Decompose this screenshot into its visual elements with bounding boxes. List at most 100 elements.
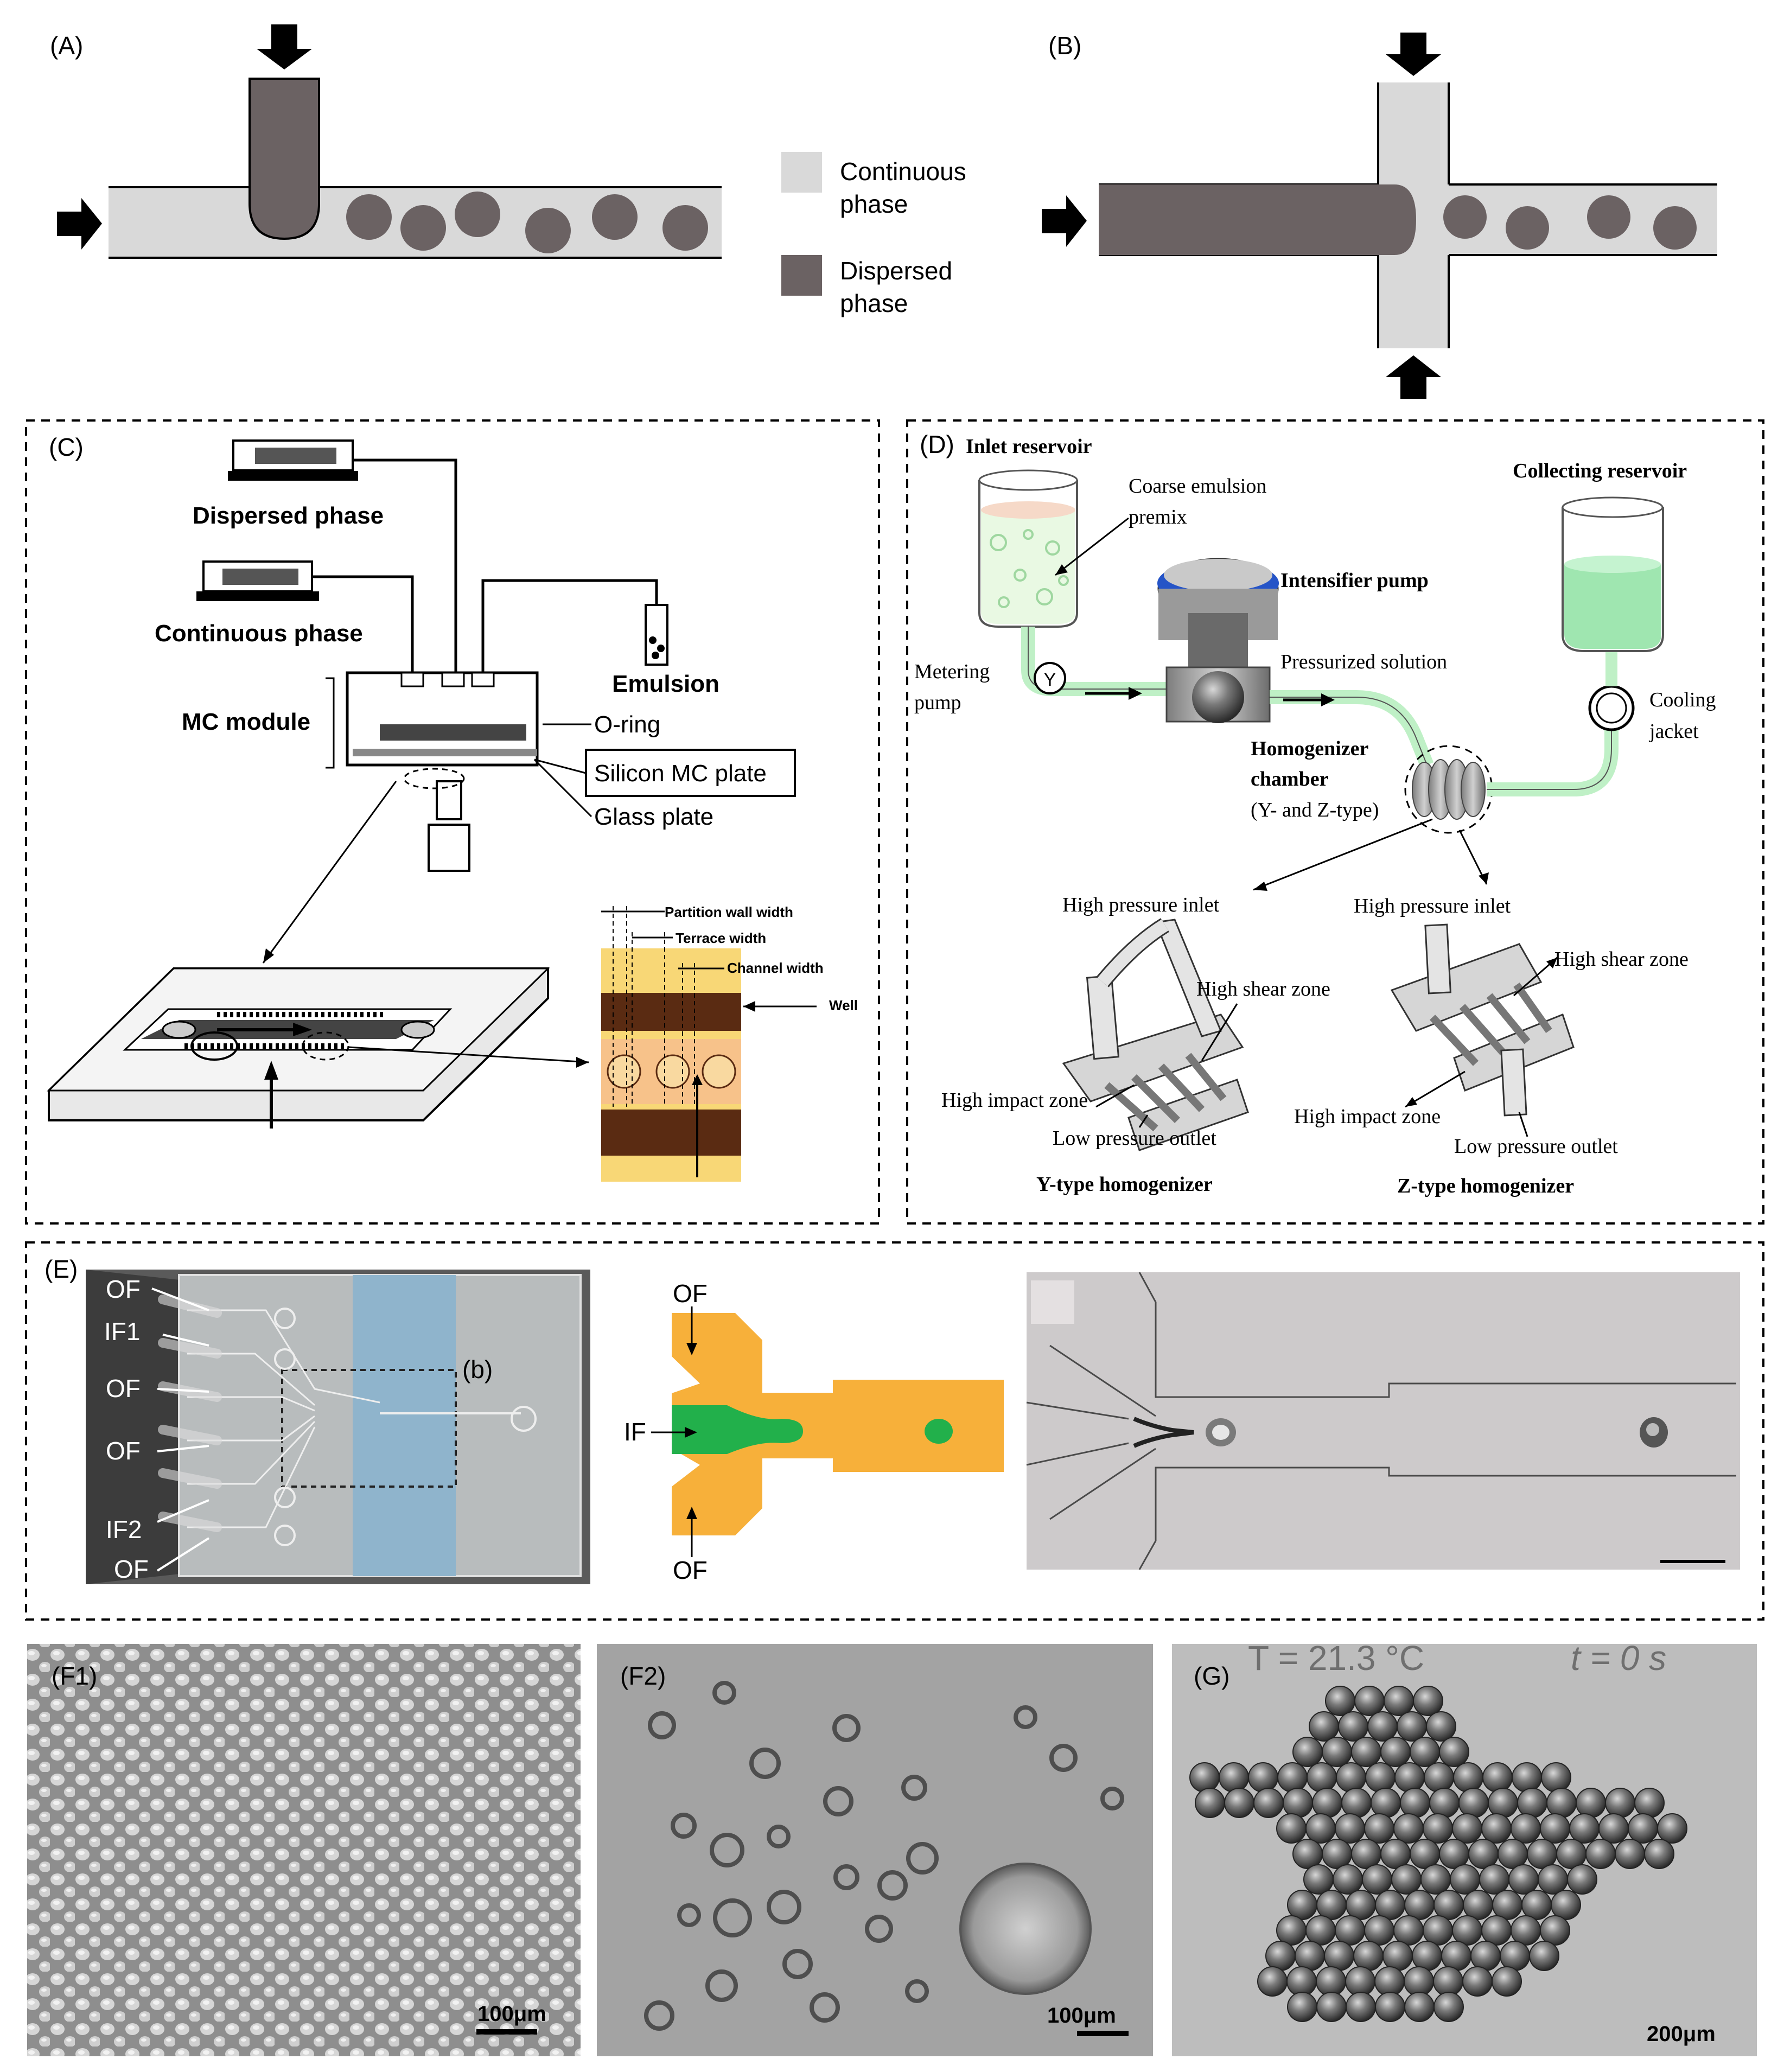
bead — [1400, 1788, 1430, 1818]
panel-f2: (F2) 100μm — [597, 1644, 1153, 2056]
panel-d: (D) Inlet reservoir Coarse emulsion prem… — [906, 419, 1764, 1225]
syringe-pump-continuous — [196, 560, 319, 601]
g-scale-label: 200μm — [1647, 2022, 1716, 2046]
droplet — [455, 192, 500, 237]
bead — [1433, 1992, 1464, 2022]
droplet — [662, 205, 708, 251]
bead — [1521, 1890, 1552, 1920]
y-type-homogenizer — [1062, 918, 1249, 1151]
panel-c-label: (C) — [49, 433, 84, 461]
y-lp-outlet-label: Low pressure outlet — [1053, 1127, 1216, 1150]
bead — [1189, 1762, 1220, 1793]
channel-width-label: Channel width — [727, 960, 824, 976]
bead — [1351, 1737, 1381, 1767]
legend-dispersed-swatch — [781, 255, 822, 296]
bead — [1248, 1762, 1278, 1793]
arrow-right-icon — [57, 198, 102, 250]
bead — [1644, 1839, 1674, 1869]
y-type-label: Y-type homogenizer — [1036, 1173, 1213, 1196]
bead — [1410, 1839, 1440, 1869]
bead — [1492, 1890, 1522, 1920]
bead — [1380, 1839, 1411, 1869]
chip-photo — [86, 1270, 590, 1584]
bead — [1286, 1966, 1317, 1997]
bead — [1628, 1813, 1658, 1844]
metering-pump-label-1: Metering — [914, 660, 990, 683]
bead — [1219, 1762, 1249, 1793]
droplet — [1653, 206, 1697, 250]
bead — [1433, 1966, 1463, 1997]
flow-focusing-schematic — [672, 1313, 1004, 1535]
bead — [1404, 1992, 1435, 2022]
inlet-reservoir-label: Inlet reservoir — [966, 435, 1092, 458]
intensifier-pump — [1157, 558, 1279, 723]
g-temperature-label: T = 21.3 °C — [1248, 1639, 1424, 1678]
emulsion-label: Emulsion — [612, 671, 719, 697]
cooling-jacket-label-2: jacket — [1648, 720, 1699, 743]
schematic-of-top: OF — [673, 1279, 708, 1308]
bead — [1551, 1890, 1581, 1920]
bead — [1374, 1966, 1405, 1997]
bead — [1424, 1762, 1454, 1793]
y-hp-inlet-label: High pressure inlet — [1062, 894, 1220, 916]
bead — [1634, 1788, 1665, 1818]
syringe-pump-dispersed — [228, 439, 358, 481]
pressurized-solution-label: Pressurized solution — [1280, 651, 1447, 673]
coarse-emulsion-label-2: premix — [1129, 506, 1187, 528]
panel-e-frame — [25, 1241, 1764, 1621]
bead — [1333, 1864, 1363, 1895]
bead — [1426, 1711, 1456, 1742]
bead — [1546, 1788, 1577, 1818]
partition-wall-label: Partition wall width — [665, 904, 793, 920]
bead — [1453, 1762, 1483, 1793]
bead — [1439, 1839, 1469, 1869]
arrow-up-icon — [1386, 355, 1441, 399]
droplet — [1587, 195, 1630, 239]
o-ring-label: O-ring — [594, 711, 660, 738]
bead — [1569, 1813, 1600, 1844]
bead — [1316, 1992, 1347, 2022]
bead — [1538, 1864, 1568, 1895]
bead — [1412, 1941, 1442, 1971]
dispersed-phase-label: Dispersed phase — [193, 502, 384, 529]
bead — [1450, 1864, 1480, 1895]
bead — [1481, 1915, 1512, 1946]
phase-legend: Continuous phase Dispersed phase — [781, 152, 966, 317]
bead — [1283, 1788, 1313, 1818]
panel-b-label: (B) — [1048, 31, 1081, 60]
z-type-homogenizer — [1390, 923, 1575, 1117]
bead — [1468, 1839, 1499, 1869]
bead — [1556, 1839, 1587, 1869]
bead — [1292, 1737, 1323, 1767]
bead — [1380, 1737, 1411, 1767]
inlet-reservoir — [978, 469, 1078, 628]
legend-continuous-swatch — [781, 152, 822, 193]
bead — [1325, 1686, 1355, 1716]
bead — [1346, 1890, 1376, 1920]
bead — [1598, 1813, 1629, 1844]
bead — [1365, 1762, 1396, 1793]
microscope-camera — [428, 824, 470, 872]
metering-pump-icon — [1034, 662, 1066, 694]
bead — [1324, 1941, 1354, 1971]
bead — [1500, 1941, 1530, 1971]
metering-pump-glyph: Y — [1044, 670, 1056, 690]
continuous-phase-label: Continuous phase — [155, 620, 363, 647]
bead — [1615, 1839, 1645, 1869]
panel-f1-label: (F1) — [52, 1662, 97, 1690]
bead — [1413, 1686, 1443, 1716]
bead — [1287, 1890, 1317, 1920]
z-type-label: Z-type homogenizer — [1397, 1175, 1574, 1197]
homogenizer-chamber — [1404, 745, 1493, 834]
homogenizer-chamber-label-1: Homogenizer — [1251, 737, 1369, 760]
cooling-jacket-label-1: Cooling — [1649, 688, 1716, 711]
y-shear-zone-label: High shear zone — [1196, 978, 1330, 1000]
legend-dispersed-l1: Dispersed — [840, 257, 952, 285]
bead — [1576, 1788, 1606, 1818]
bead — [1375, 1992, 1405, 2022]
bead — [1452, 1813, 1482, 1844]
f1-micrograph — [27, 1644, 581, 2056]
arrow-down-icon — [257, 24, 312, 69]
